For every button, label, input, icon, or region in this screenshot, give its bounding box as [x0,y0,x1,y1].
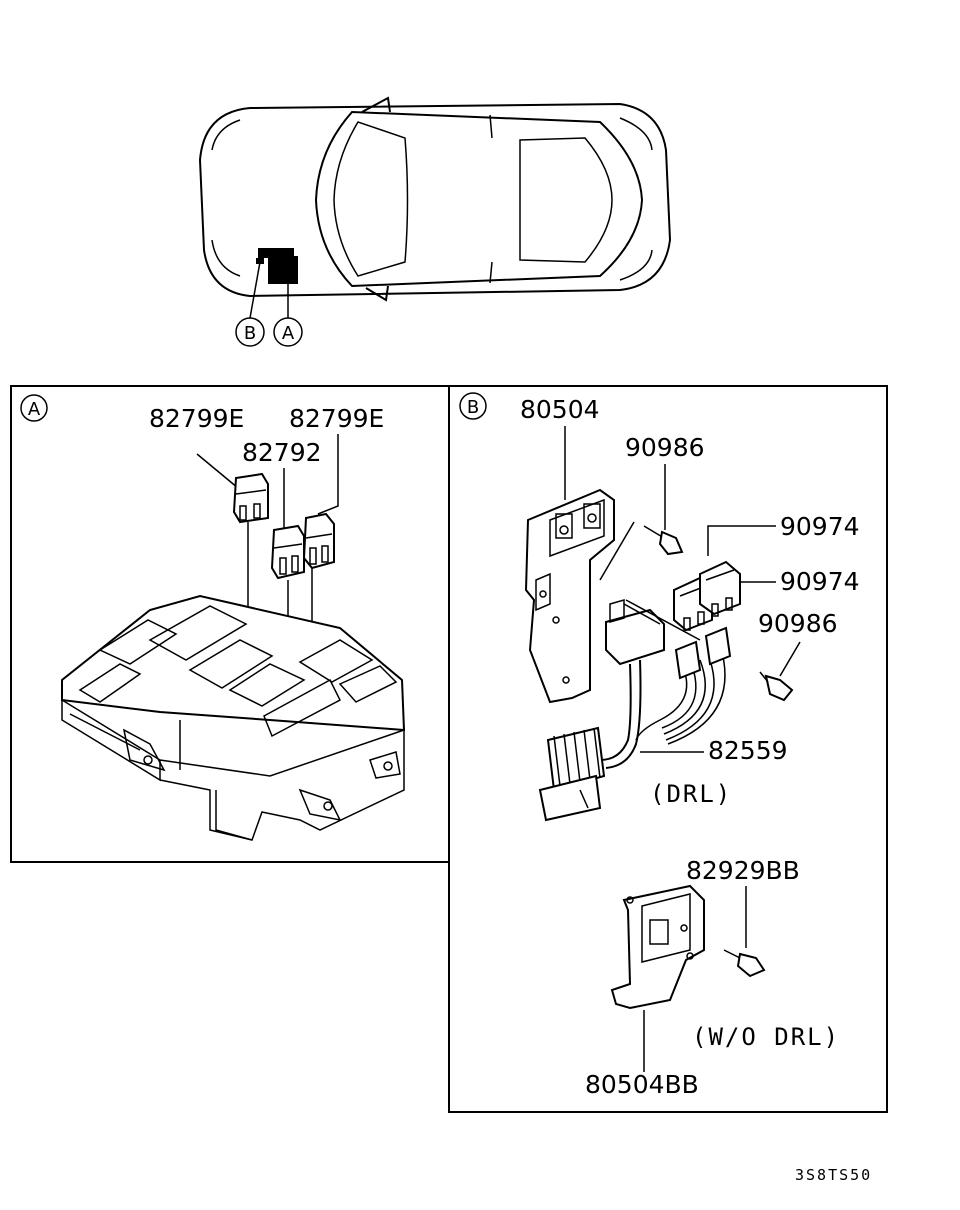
panel-b-tag: B [467,397,479,418]
label-90986-top: 90986 [625,433,705,462]
wo-drl-note: (W/O DRL) [692,1023,840,1051]
label-82929bb: 82929BB [686,856,800,885]
label-82792: 82792 [242,438,322,467]
relay-82799e-right [302,512,335,570]
bracket-80504bb [610,884,705,1010]
label-82799e-right: 82799E [289,404,384,433]
label-90986-bottom: 90986 [758,609,838,638]
car-top-view: B A [198,96,672,347]
label-90974-top: 90974 [780,512,860,541]
panel-b: B 80504 90986 90974 90974 90986 82559 (D… [448,385,888,1113]
callout-b-overview: B [244,323,256,344]
relay-90974-bottom [699,560,741,617]
label-90974-bottom: 90974 [780,567,860,596]
drl-note: (DRL) [650,780,732,808]
label-82559: 82559 [708,736,788,765]
bolt-90986-bottom [759,671,794,702]
bracket-80504 [524,488,615,704]
bolt-90986-top [599,521,684,581]
label-80504: 80504 [520,395,600,424]
panel-a: A 82799E 82799E 82792 [10,385,450,863]
relay-82799e-left [232,472,269,524]
panel-a-tag: A [28,399,41,420]
relay-82792 [270,524,305,580]
bolt-82929bb [723,949,766,978]
relay-box [61,594,406,841]
harness-82559 [538,599,732,822]
label-80504bb: 80504BB [585,1070,699,1099]
callout-a-overview: A [282,323,295,344]
diagram-code: 3S8TS50 [795,1166,872,1184]
label-82799e-left: 82799E [149,404,244,433]
